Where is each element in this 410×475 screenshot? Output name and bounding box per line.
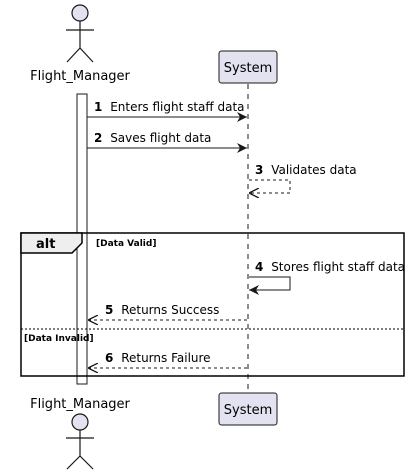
svg-text:2 Saves flight data: 2 Saves flight data	[94, 131, 211, 145]
system-top-label: System	[224, 61, 272, 76]
actor-bottom: Flight_Manager	[30, 397, 131, 470]
message-1-text: Enters flight staff data	[110, 100, 244, 114]
stick-figure-icon	[66, 4, 94, 63]
message-3-number: 3	[255, 163, 263, 177]
message-6-text: Returns Failure	[121, 351, 210, 365]
system-top: System	[218, 50, 278, 84]
system-bottom: System	[218, 392, 278, 426]
message-2-text: Saves flight data	[110, 131, 211, 145]
message-4-number: 4	[255, 260, 263, 274]
alt-guard-valid: [Data Valid]	[96, 239, 156, 249]
actor-top: Flight_Manager	[30, 4, 131, 84]
message-6: 6 Returns Failure	[88, 351, 247, 368]
svg-text:3 Validates data: 3 Validates data	[255, 163, 357, 177]
stick-figure-icon	[66, 413, 94, 470]
svg-text:1 Enters flight staff da: 1 Enters flight staff data	[94, 100, 245, 114]
message-5-text: Returns Success	[121, 303, 219, 317]
message-1: 1 Enters flight staff data	[87, 100, 247, 122]
message-2-number: 2	[94, 131, 102, 145]
system-bottom-label: System	[224, 403, 272, 418]
svg-text:4 Stores flight staff da: 4 Stores flight staff data	[255, 260, 405, 274]
svg-text:6 Returns Failure: 6 Returns Failure	[105, 351, 211, 365]
message-6-number: 6	[105, 351, 113, 365]
alt-guard-invalid: [Data Invalid]	[24, 334, 94, 344]
alt-operator: alt	[36, 237, 55, 252]
message-5: 5 Returns Success	[88, 303, 247, 320]
message-1-number: 1	[94, 100, 102, 114]
message-3: 3 Validates data	[249, 163, 357, 193]
message-5-number: 5	[105, 303, 113, 317]
actor-bottom-label: Flight_Manager	[30, 397, 130, 412]
message-4-text: Stores flight staff data	[271, 260, 405, 274]
svg-text:5 Returns Success: 5 Returns Success	[105, 303, 219, 317]
message-4: 4 Stores flight staff data	[249, 260, 405, 295]
actor-top-label: Flight_Manager	[30, 69, 130, 84]
alt-fragment: alt [Data Valid] [Data Invalid]	[20, 232, 405, 377]
message-3-text: Validates data	[271, 163, 356, 177]
message-2: 2 Saves flight data	[87, 131, 247, 153]
